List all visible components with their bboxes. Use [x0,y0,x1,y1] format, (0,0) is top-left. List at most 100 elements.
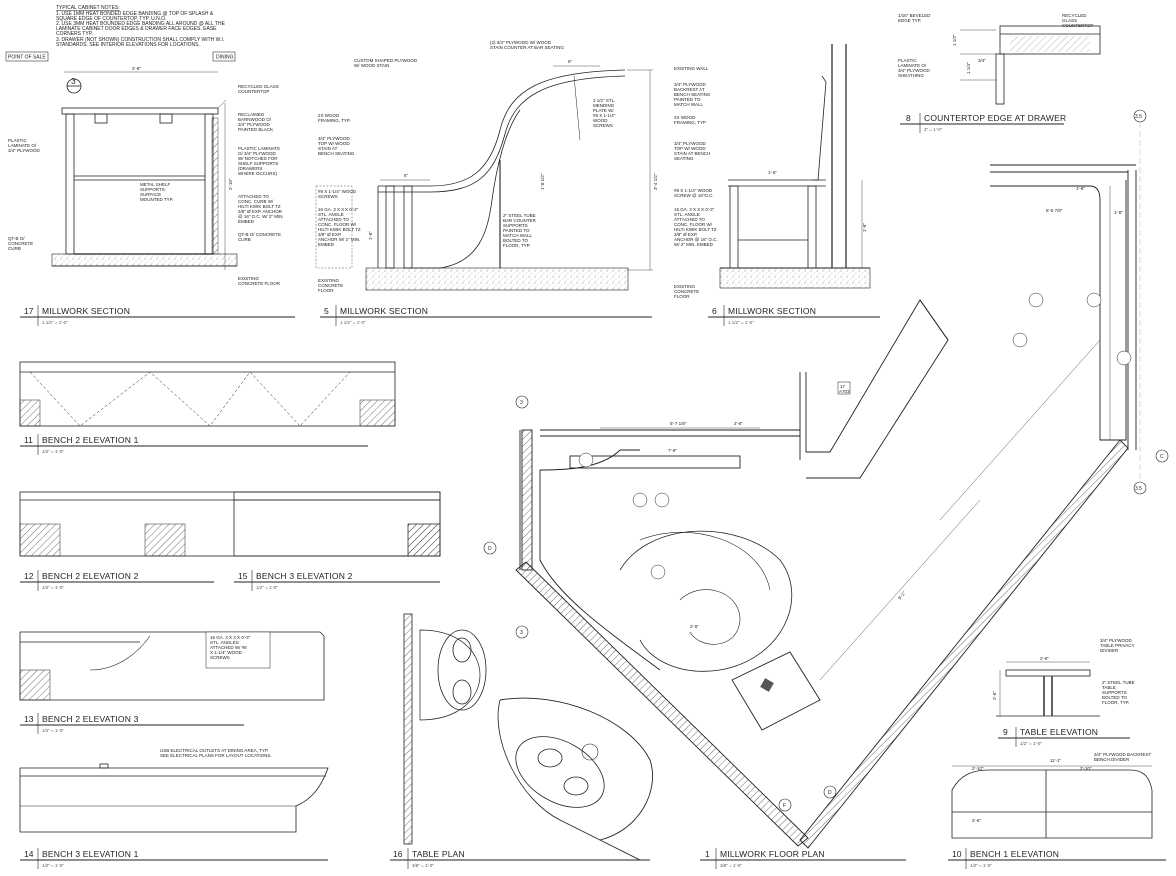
callout-text: BAR COUNTER [503,218,537,223]
callout-text: BOLTED TO [1102,695,1128,700]
dim-text: 1 1/4" [966,62,971,74]
dim-text: 5'-7 1/8" [670,421,687,426]
detail-11-bench-2-elevation-1: 11 BENCH 2 ELEVATION 1 1/2" = 1'-0" [19,361,396,455]
callout-text: TABLE PRIVACY [1100,643,1135,648]
dim-text: 1'-8" [1076,186,1085,191]
callout-text: STAIN AT BENCH [674,151,710,156]
callout-text: BACKREST AT [674,87,705,92]
callout-text: ATTACHED TO [674,217,705,222]
callout-text: ANCHOR @ 16" O.C. [674,237,718,242]
callout-text: PAINTED TO [503,228,530,233]
callout-text: 3/4" PLYWOOD [238,122,271,127]
callout-text: QT-B O/ CONCRETE [238,232,281,237]
callout-text: STL. ANGLE [674,212,700,217]
callout-text: CONC. CURB W/ [238,199,274,204]
callout-text: CONC. FLOOR W/ [674,222,713,227]
detail-title-block: 12 BENCH 2 ELEVATION 2 1/2" = 1'-0" [20,570,214,591]
callout-text: HILTI KWIK BOLT TZ [674,227,717,232]
note-line: 2. USE 3MM HEAT BOUNDED EDGE BANDING ALL… [56,21,226,27]
detail-scale: 1/2" = 1'-0" [970,863,992,868]
detail-number: 14 [24,849,34,859]
callout-text: BENCH SEATING [674,92,711,97]
dim-text: 2'-8" [734,421,743,426]
detail-16-table-plan: 16 TABLE PLAN 3/8" = 1'-0" [390,613,653,869]
callout-text: CUSTOM SHAPED PLYWOOD [354,58,418,63]
grid-bubbles: 3 3 3.5 3.5 C D D F [483,109,1169,812]
callout-text: STL. ANGLES [210,640,239,645]
callout-text: SUPPORTS: [140,187,166,192]
callout-text: BARNWOOD O/ [238,117,272,122]
grid-label: 3 [520,630,523,636]
detail-8-countertop-edge: 1/16" BEVELED EDGE TYP. RECYCLED GLASS C… [898,13,1101,133]
callout-text: X 1-1/4" WOOD [210,650,243,655]
detail-14-bench-3-elevation-1: USB ELECTRICAL OUTLETS AT DINING AREA, T… [19,748,329,869]
detail-title-block: 6 MILLWORK SECTION 1 1/2" = 1'-0" [708,305,880,326]
detail-number: 15 [238,571,248,581]
callout-text: FRAMING, TYP. [674,120,707,125]
callout-text: RECYCLED [1062,13,1087,18]
callout-text: MOUNTED TYP. [140,197,173,202]
callout-text: 2X WOOD [318,113,340,118]
callout-text: 16 GA. 3 X 3 X 0'-3" [210,635,251,640]
dim-text: 2'-6" [992,691,997,700]
callout-text: MATCH WALL [503,233,532,238]
area-tags: POINT OF SALE DINING [5,51,236,62]
detail-scale: 1 1/2" = 1'-0" [340,320,366,325]
grid-label: 3.5 [1135,114,1142,120]
note-line: 3. DRAWER (NOT SHOWN) CONSTRUCTION SHALL… [56,37,224,43]
detail-scale: 1/2" = 1'-0" [42,585,64,590]
callout-text: MATCH WALL [674,102,703,107]
callout-text: RECYCLED GLASS [238,84,279,89]
detail-1-millwork-floor-plan: 5'-7 1/8" 2'-8" 7'-9" 8'-6 7/8" 9'-1" 1'… [483,109,1169,869]
callout-text: EDGE TYP. [898,18,921,23]
detail-scale: 1/2" = 1'-0" [42,863,64,868]
detail-title: MILLWORK SECTION [42,306,130,316]
callout-text: 3/4" PLYWOOD [318,136,351,141]
detail-number: 12 [24,571,34,581]
callout-text: EXISTING [238,276,260,281]
callout-text: COUNTERTOP [1062,23,1093,28]
callout-text: SEATING [674,156,694,161]
detail-scale: 3/8" = 1'-0" [720,863,742,868]
detail-13-bench-2-elevation-3: 16 GA. 3 X 3 X 0'-3" STL. ANGLES ATTACHE… [19,631,325,734]
dining-tag: DINING [216,55,234,61]
general-notes: TYPICAL CABINET NOTES: 1. USE 1MM HEAT B… [56,5,226,48]
dim-text: 2'-10" [1080,766,1092,771]
callout-text: HILTI KWIK BOLT TZ [318,227,361,232]
detail-title-block: 5 MILLWORK SECTION 1 1/2" = 1'-0" [320,305,652,326]
callout-text: PLASTIC [8,138,28,143]
detail-number: 1 [705,849,710,859]
dim-text: 1 1/2" [952,34,957,46]
callout-text: 3/8" Ø EXP. [318,232,342,237]
section-tag-sheet: A703 [839,389,850,394]
callout-text: SEE ELECTRICAL PLANS FOR LAYOUT LOCATION… [160,753,272,758]
callout-text: 3/4" PLYWOOD [8,148,41,153]
detail-title-block: 1 MILLWORK FLOOR PLAN 3/8" = 1'-0" [700,848,906,869]
callout-text: EMBED [238,219,255,224]
callout-text: ANCHOR W/ 2" MIN. [318,237,360,242]
callout-text: STL. ANGLE [318,212,344,217]
dim-text: 1'-8 1/2" [540,173,545,190]
callout-text: 1/16" BEVELED [898,13,931,18]
detail-title-block: 17 MILLWORK SECTION 1 1/2" = 1'-0" [20,305,295,326]
detail-title: BENCH 2 ELEVATION 1 [42,435,139,445]
detail-title: MILLWORK SECTION [728,306,816,316]
detail-number: 6 [712,306,717,316]
dim-text: 7'-9" [668,448,677,453]
dim-text: 2'-6" [972,818,981,823]
detail-number: 10 [952,849,962,859]
dim-text: 2'-6" [690,624,699,629]
callout-text: 3/4" PLYWOOD [674,82,707,87]
note-line: 1. USE 1MM HEAT BONDED EDGE BANDING @ TO… [56,11,214,17]
callout-text: EXISTING WALL [674,66,709,71]
detail-title: COUNTERTOP EDGE AT DRAWER [924,113,1066,123]
detail-title-block: 13 BENCH 2 ELEVATION 3 1/2" = 1'-0" [20,713,244,734]
callout-text: CURB [238,237,251,242]
grid-label: F [783,803,786,809]
callout-text: 3 1/2" STL. [593,98,615,103]
detail-scale: 1 1/2" = 1'-0" [42,320,68,325]
detail-title-block: 15 BENCH 3 ELEVATION 2 1/2" = 1'-0" [234,570,440,591]
dim-text: 1'-6" [862,223,867,232]
